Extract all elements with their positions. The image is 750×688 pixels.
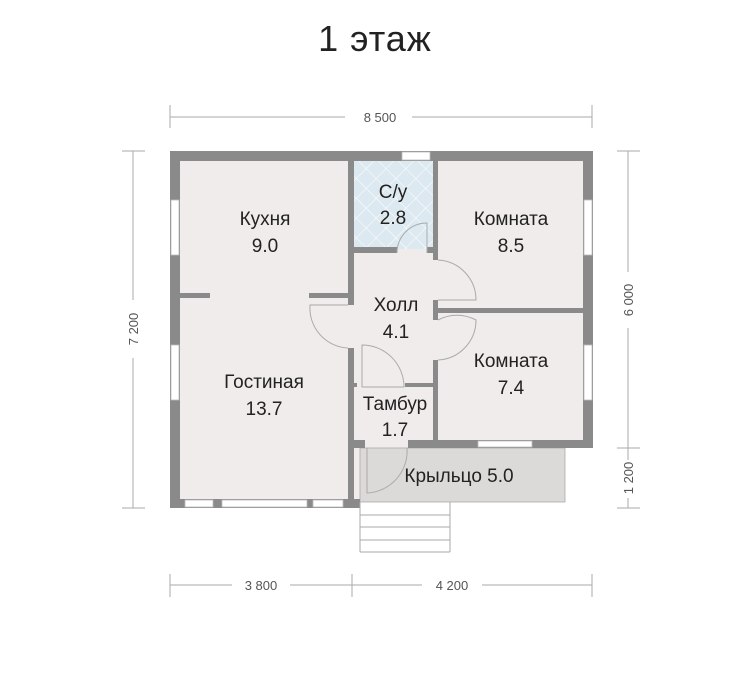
- dim-main: 6 000: [621, 284, 636, 317]
- kitchen-area: 9.0: [252, 236, 278, 257]
- windows: [170, 151, 593, 508]
- living-name: Гостиная: [224, 372, 304, 393]
- porch-label: Крыльцо 5.0: [404, 466, 513, 487]
- dim-width: 8 500: [364, 110, 397, 125]
- dimension-top: 8 500: [169, 105, 593, 128]
- hall-name: Холл: [374, 295, 419, 316]
- bathroom-tiles: [354, 161, 433, 249]
- kitchen-name: Кухня: [240, 209, 291, 230]
- room1-name: Комната: [474, 209, 549, 230]
- floor-title: 1 этаж: [318, 18, 432, 59]
- living-area: 13.7: [246, 399, 283, 420]
- dimension-right: 6 000 1 200: [617, 150, 640, 509]
- vestibule-area: 1.7: [382, 420, 408, 441]
- dim-depth: 7 200: [126, 313, 141, 346]
- porch-steps: [359, 502, 451, 553]
- hall-area: 4.1: [383, 322, 409, 343]
- vestibule-name: Тамбур: [363, 394, 428, 415]
- room2-name: Комната: [474, 351, 549, 372]
- room1-area: 8.5: [498, 236, 524, 257]
- bathroom-area: 2.8: [380, 208, 406, 229]
- dimension-bottom: 3 800 4 200: [169, 574, 593, 597]
- dim-right-part: 4 200: [436, 578, 469, 593]
- bathroom-name: С/у: [379, 182, 408, 203]
- dimension-left: 7 200: [122, 150, 145, 509]
- room2-area: 7.4: [498, 378, 525, 399]
- dim-porch: 1 200: [621, 462, 636, 495]
- doors: [309, 222, 477, 494]
- dim-left-part: 3 800: [245, 578, 278, 593]
